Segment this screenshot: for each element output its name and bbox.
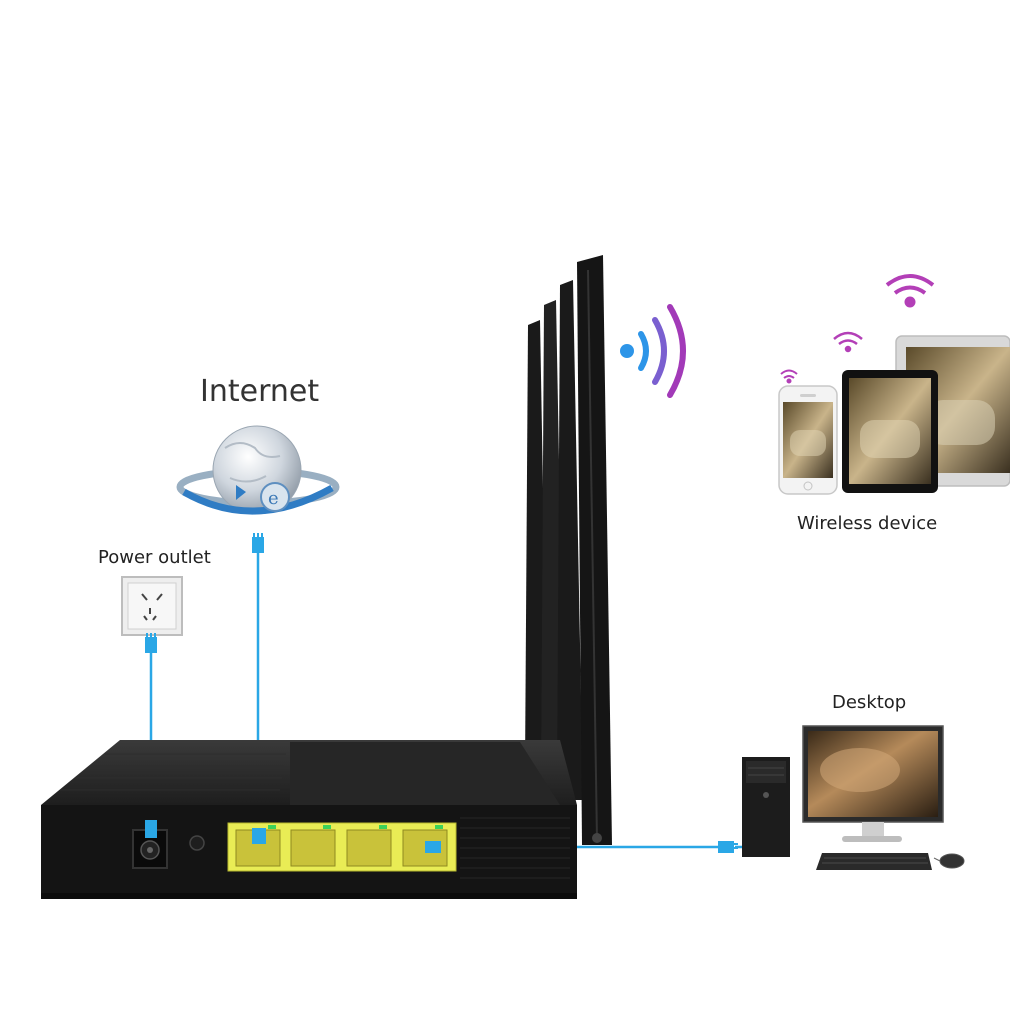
power-outlet-label: Power outlet bbox=[98, 547, 211, 568]
tablet-icon bbox=[842, 370, 938, 493]
power-outlet-icon bbox=[121, 576, 183, 636]
svg-text:e: e bbox=[268, 488, 279, 509]
wifi-icon-laptop bbox=[885, 274, 935, 308]
wifi-icon-tablet bbox=[833, 331, 863, 353]
smartphone-icon bbox=[778, 385, 838, 495]
wifi-icon-phone bbox=[780, 369, 798, 384]
cable-connector-desktop bbox=[718, 841, 738, 853]
cable-connector-internet-top bbox=[252, 533, 264, 553]
desktop-label: Desktop bbox=[832, 692, 907, 713]
globe-icon: e bbox=[176, 425, 340, 515]
router-icon bbox=[41, 255, 612, 899]
wifi-icon bbox=[620, 304, 686, 398]
cable-connector-power-top bbox=[145, 633, 157, 653]
wireless-device-label: Wireless device bbox=[797, 513, 938, 534]
router-antennas bbox=[525, 255, 612, 845]
desktop-computer-icon bbox=[742, 725, 965, 870]
internet-label: Internet bbox=[200, 374, 320, 409]
